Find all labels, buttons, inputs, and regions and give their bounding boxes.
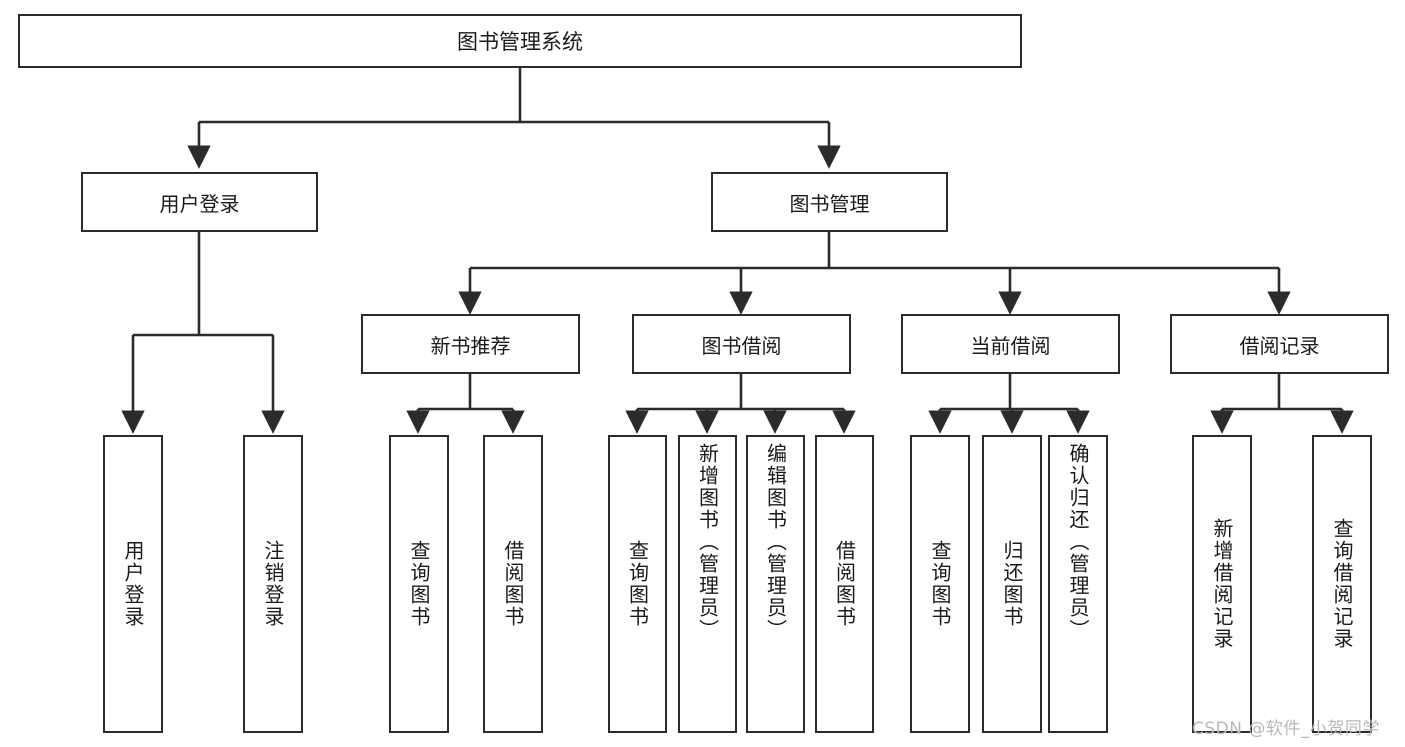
node-book-borrow-label: 图书借阅	[701, 333, 782, 358]
leaf-new-book-borrow[interactable]: 借阅图书	[483, 435, 543, 733]
node-root-label: 图书管理系统	[457, 30, 583, 54]
node-book-management[interactable]: 图书管理	[711, 172, 948, 232]
leaf-edit-book-admin[interactable]: 编辑图书（管理员）	[746, 435, 805, 733]
leaf-confirm-return-admin-label: 确认归还（管理员）	[1066, 443, 1090, 641]
leaf-query-borrow-record-label: 查询借阅记录	[1330, 518, 1354, 650]
leaf-current-query-book-label: 查询图书	[928, 540, 952, 628]
node-borrow-record[interactable]: 借阅记录	[1170, 314, 1389, 374]
leaf-logout[interactable]: 注销登录	[243, 435, 303, 733]
node-book-borrow[interactable]: 图书借阅	[632, 314, 851, 374]
leaf-add-book-admin-label: 新增图书（管理员）	[695, 443, 720, 641]
leaf-user-login[interactable]: 用户登录	[103, 435, 163, 733]
leaf-borrow-query-book-label: 查询图书	[625, 540, 650, 628]
node-user-login[interactable]: 用户登录	[81, 172, 318, 232]
leaf-new-book-borrow-label: 借阅图书	[501, 540, 525, 628]
leaf-borrow-query-book[interactable]: 查询图书	[608, 435, 667, 733]
leaf-add-book-admin[interactable]: 新增图书（管理员）	[678, 435, 737, 733]
leaf-confirm-return-admin[interactable]: 确认归还（管理员）	[1048, 435, 1108, 733]
leaf-borrow-book[interactable]: 借阅图书	[815, 435, 874, 733]
leaf-new-book-query-label: 查询图书	[407, 540, 431, 628]
leaf-new-book-query[interactable]: 查询图书	[389, 435, 449, 733]
watermark: CSDN @软件_小贺同学	[1192, 719, 1380, 739]
node-current-borrow[interactable]: 当前借阅	[901, 314, 1120, 374]
node-book-management-label: 图书管理	[789, 191, 870, 216]
leaf-edit-book-admin-label: 编辑图书（管理员）	[763, 443, 788, 641]
node-new-book-recommend-label: 新书推荐	[430, 333, 511, 358]
node-new-book-recommend[interactable]: 新书推荐	[361, 314, 580, 374]
leaf-return-book-label: 归还图书	[1000, 540, 1024, 628]
node-borrow-record-label: 借阅记录	[1239, 333, 1320, 358]
node-root[interactable]: 图书管理系统	[18, 14, 1022, 68]
node-user-login-label: 用户登录	[159, 191, 240, 216]
leaf-query-borrow-record[interactable]: 查询借阅记录	[1312, 435, 1372, 733]
leaf-add-borrow-record[interactable]: 新增借阅记录	[1192, 435, 1252, 733]
leaf-user-login-label: 用户登录	[121, 540, 145, 628]
leaf-return-book[interactable]: 归还图书	[982, 435, 1042, 733]
leaf-add-borrow-record-label: 新增借阅记录	[1210, 518, 1234, 650]
leaf-current-query-book[interactable]: 查询图书	[910, 435, 970, 733]
leaf-borrow-book-label: 借阅图书	[832, 540, 857, 628]
node-current-borrow-label: 当前借阅	[970, 333, 1051, 358]
leaf-logout-label: 注销登录	[261, 540, 285, 628]
